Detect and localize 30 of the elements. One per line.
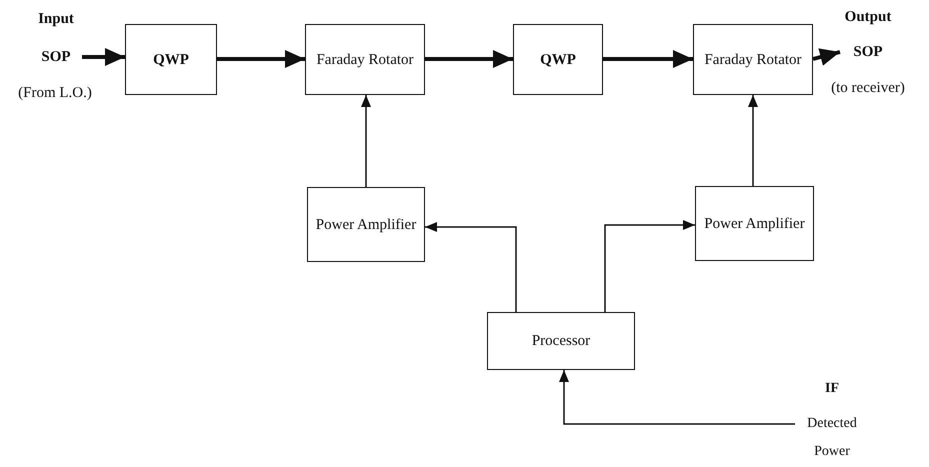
arrow — [425, 222, 517, 312]
signal-label: IF — [824, 380, 840, 398]
arrow — [812, 48, 840, 66]
block-label: Faraday Rotator — [316, 50, 414, 70]
process-box — [513, 24, 603, 95]
arrow — [603, 50, 693, 68]
block-label: Processor — [532, 332, 590, 351]
arrow — [748, 95, 758, 186]
block-label: Power Amplifier — [704, 214, 805, 234]
process-box — [693, 24, 813, 95]
block-label: QWP — [153, 50, 189, 70]
arrow — [604, 220, 695, 312]
signal-label: Output SOP — [844, 8, 892, 62]
process-box — [695, 186, 814, 261]
signal-label: Detected Power — [806, 415, 858, 461]
block-label: QWP — [540, 50, 576, 70]
arrow — [361, 95, 371, 187]
arrow — [82, 48, 125, 66]
arrow — [559, 370, 795, 425]
signal-caption: (to receiver) — [830, 79, 906, 98]
block-label: Power Amplifier — [316, 216, 416, 234]
arrow — [217, 50, 305, 68]
process-box — [125, 24, 217, 95]
arrow — [425, 50, 513, 68]
process-box — [487, 312, 635, 370]
process-box — [307, 187, 425, 262]
block-label: Faraday Rotator — [704, 50, 802, 70]
signal-label: Input SOP — [37, 10, 75, 67]
process-box — [305, 24, 425, 95]
signal-caption: (From L.O.) — [17, 84, 93, 103]
